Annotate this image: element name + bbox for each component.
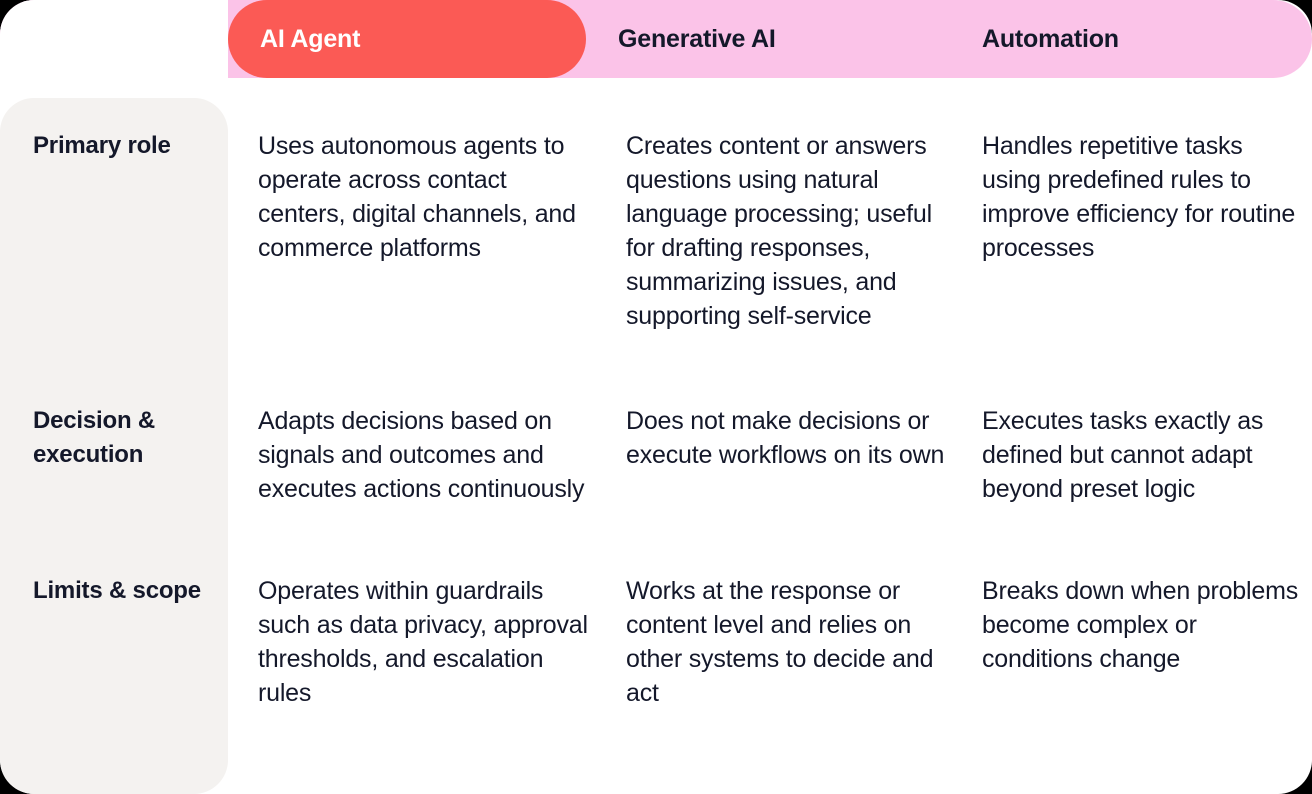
- column-header-label: AI Agent: [260, 24, 361, 53]
- row-label-column: [0, 98, 228, 794]
- cell-decision-execution-automation: Executes tasks exactly as defined but ca…: [982, 407, 1264, 503]
- cell-decision-execution-generative-ai: Does not make decisions or execute workf…: [626, 407, 945, 469]
- row-label-limits-scope: Limits & scope: [33, 577, 201, 604]
- row-label-decision-execution: Decision & execution: [33, 407, 156, 468]
- table-row: Decision & execution Adapts decisions ba…: [0, 373, 1312, 543]
- cell-primary-role-ai-agent: Uses autonomous agents to operate across…: [258, 132, 576, 262]
- cell-limits-scope-generative-ai: Works at the response or content level a…: [626, 577, 934, 707]
- column-header-label: Generative AI: [618, 24, 776, 53]
- column-header-generative-ai[interactable]: Generative AI: [618, 0, 978, 78]
- cell-limits-scope-ai-agent: Operates within guardrails such as data …: [258, 577, 588, 707]
- column-header-automation[interactable]: Automation: [982, 0, 1312, 78]
- table-body: Primary role Uses autonomous agents to o…: [0, 98, 1312, 753]
- table-header-label-spacer: [0, 0, 228, 78]
- column-header-ai-agent[interactable]: AI Agent: [228, 0, 586, 78]
- cell-decision-execution-ai-agent: Adapts decisions based on signals and ou…: [258, 407, 585, 503]
- cell-primary-role-generative-ai: Creates content or answers questions usi…: [626, 132, 932, 330]
- table-row: Primary role Uses autonomous agents to o…: [0, 98, 1312, 373]
- column-header-label: Automation: [982, 24, 1119, 53]
- table-row: Limits & scope Operates within guardrail…: [0, 543, 1312, 753]
- row-label-primary-role: Primary role: [33, 132, 171, 159]
- cell-limits-scope-automation: Breaks down when problems become complex…: [982, 577, 1298, 673]
- cell-primary-role-automation: Handles repetitive tasks using predefine…: [982, 132, 1296, 262]
